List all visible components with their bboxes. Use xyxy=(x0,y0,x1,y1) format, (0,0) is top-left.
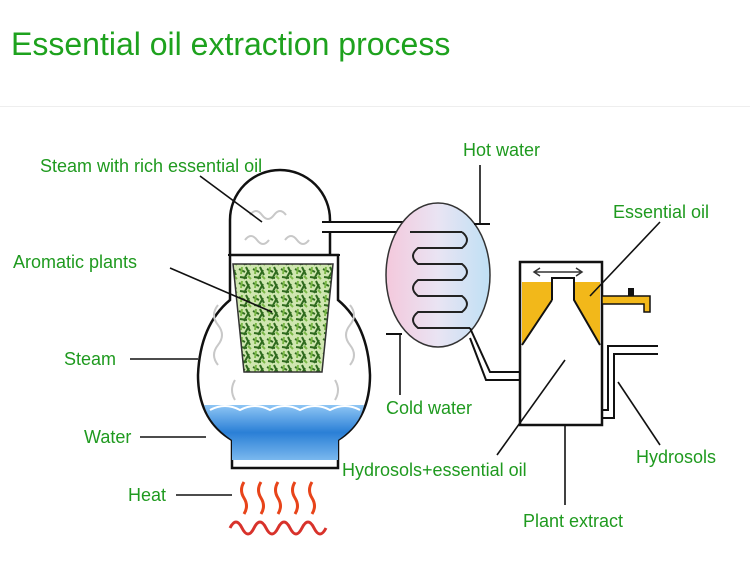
page-title: Essential oil extraction process xyxy=(11,26,451,62)
label-essential-oil: Essential oil xyxy=(613,202,710,222)
water-body xyxy=(204,405,364,460)
title-divider xyxy=(0,106,750,107)
distillation-still xyxy=(196,168,411,470)
label-cold-water: Cold water xyxy=(386,398,473,418)
condenser xyxy=(385,202,520,381)
label-hot-water: Hot water xyxy=(463,140,541,160)
label-hydrosols-essential-oil: Hydrosols+essential oil xyxy=(342,460,527,480)
label-heat: Heat xyxy=(128,485,167,505)
steam-swirls xyxy=(213,210,355,401)
label-steam: Steam xyxy=(64,349,117,369)
separator-vessel xyxy=(518,260,658,427)
label-aromatic-plants: Aromatic plants xyxy=(13,252,138,272)
label-plant-extract: Plant extract xyxy=(523,511,624,531)
leader-lines xyxy=(130,165,661,505)
essential-oil-layer xyxy=(522,282,600,345)
label-steam-rich-oil: Steam with rich essential oil xyxy=(40,156,263,176)
label-water: Water xyxy=(84,427,132,447)
aromatic-plants-basket xyxy=(232,263,334,373)
heat-flames xyxy=(228,481,328,536)
oil-tap xyxy=(601,295,651,313)
label-hydrosols: Hydrosols xyxy=(636,447,717,467)
